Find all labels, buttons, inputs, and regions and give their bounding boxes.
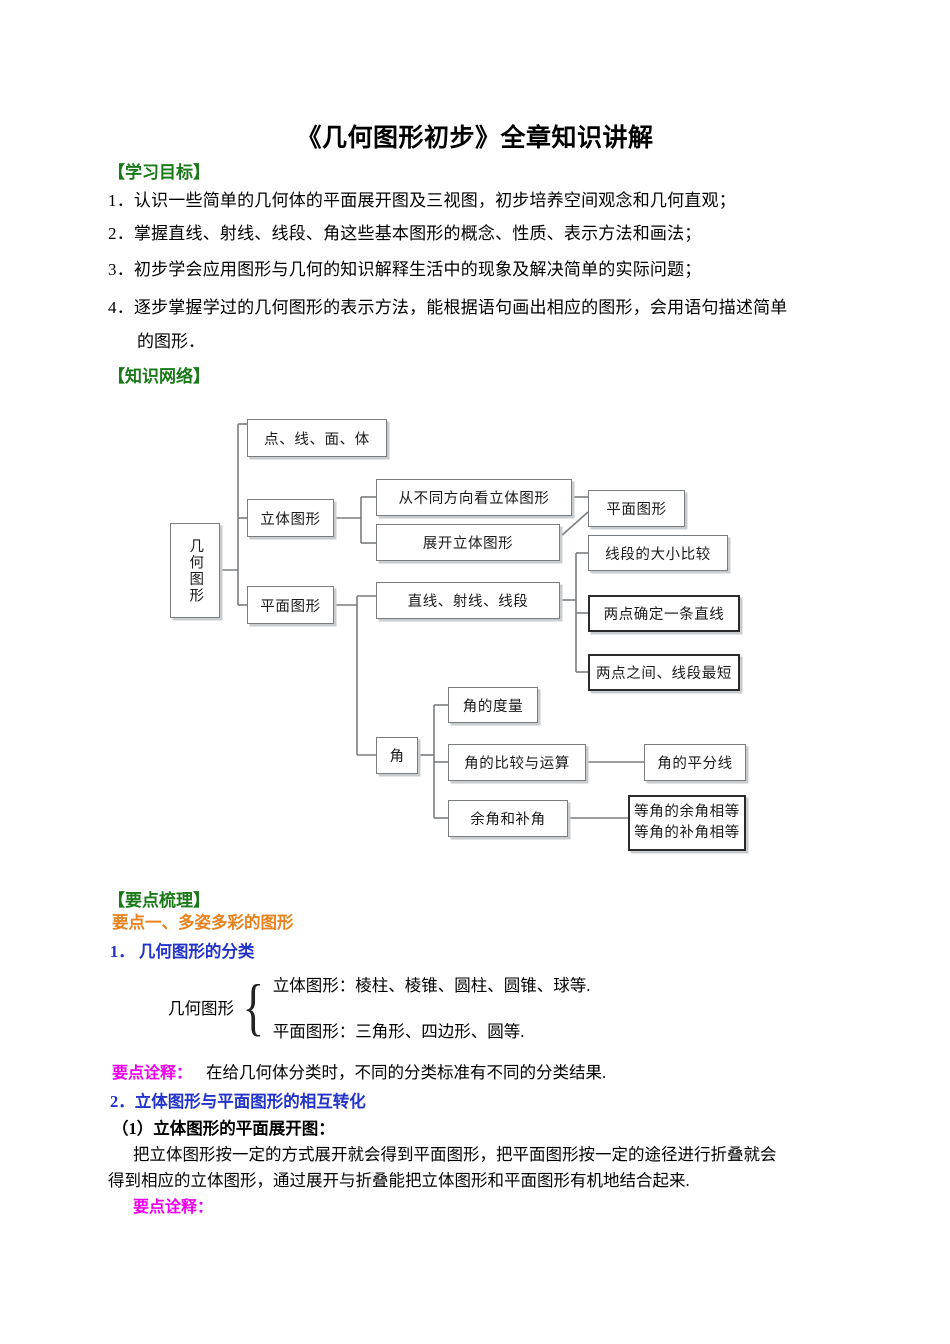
- flow-node-plane-figure-left: 平面图形: [247, 586, 334, 624]
- keypoint-one-heading: 要点一、多姿多彩的图形: [112, 913, 294, 932]
- classification-solid: 立体图形：棱柱、棱锥、圆柱、圆锥、球等.: [272, 976, 591, 995]
- flow-node-view-from-directions: 从不同方向看立体图形: [376, 479, 572, 516]
- flow-node-two-points-line: 两点确定一条直线: [588, 595, 740, 632]
- classification-plane: 平面图形：三角形、四边形、圆等.: [272, 1022, 525, 1041]
- classification-label: 几何图形: [168, 999, 234, 1018]
- keypoint-item2-sub: （1）立体图形的平面展开图：: [112, 1119, 335, 1138]
- flow-node-solid-figure: 立体图形: [247, 499, 334, 537]
- flow-node-two-points-shortest: 两点之间、线段最短: [588, 654, 740, 691]
- flow-node-equal-complement-supplement: 等角的余角相等 等角的补角相等: [628, 795, 746, 851]
- objective-item-2: 2．掌握直线、射线、线段、角这些基本图形的概念、性质、表示方法和画法；: [108, 224, 702, 243]
- flow-node-unfold-solid: 展开立体图形: [376, 524, 560, 561]
- flow-node-plane-figure-right: 平面图形: [588, 490, 685, 527]
- flow-node-point-line-face-solid: 点、线、面、体: [247, 419, 387, 457]
- flow-node-complement-supplement: 余角和补角: [448, 800, 568, 837]
- classification-brace-block: 几何图形 { 立体图形：棱柱、棱锥、圆柱、圆锥、球等. 平面图形：三角形、四边形…: [168, 972, 590, 1042]
- page-title: 《几何图形初步》全章知识讲解: [296, 125, 654, 152]
- flow-node-line-ray-segment: 直线、射线、线段: [376, 582, 560, 619]
- section-header-network: 【知识网络】: [108, 367, 210, 386]
- flow-node-segment-compare: 线段的大小比较: [588, 535, 728, 571]
- classification-items: 立体图形：棱柱、棱锥、圆柱、圆锥、球等. 平面图形：三角形、四边形、圆等.: [271, 972, 591, 1042]
- flow-node-angle-measure: 角的度量: [448, 687, 538, 723]
- annotation-text-1: 在给几何体分类时，不同的分类标准有不同的分类结果.: [206, 1063, 607, 1082]
- keypoint-item2-para-line2: 得到相应的立体图形，通过展开与折叠能把立体图形和平面图形有机地结合起来.: [108, 1171, 690, 1190]
- flow-node-angle: 角: [376, 737, 418, 774]
- curly-brace-icon: {: [242, 970, 265, 1042]
- keypoint-item2-title: 2．立体图形与平面图形的相互转化: [110, 1092, 366, 1111]
- equal-complement-line: 等角的余角相等: [634, 803, 740, 820]
- keypoint-item2-para-line1: 把立体图形按一定的方式展开就会得到平面图形，把平面图形按一定的途径进行折叠就会: [133, 1145, 777, 1164]
- flow-node-angle-compare: 角的比较与运算: [448, 744, 586, 781]
- section-header-keypoints: 【要点梳理】: [108, 891, 210, 910]
- objective-item-4-wrap: 的图形．: [137, 332, 205, 351]
- annotation-label-2: 要点诠释：: [133, 1199, 214, 1216]
- flow-node-root: 几何图形: [170, 523, 220, 618]
- objective-item-1: 1．认识一些简单的几何体的平面展开图及三视图，初步培养空间观念和几何直观；: [108, 191, 736, 210]
- flow-node-angle-bisector: 角的平分线: [644, 744, 746, 781]
- section-header-objectives: 【学习目标】: [108, 163, 210, 182]
- annotation-label-1: 要点诠释：: [112, 1065, 193, 1082]
- keypoint-item1-title: 1． 几何图形的分类: [110, 942, 255, 961]
- objective-item-4: 4．逐步掌握学过的几何图形的表示方法，能根据语句画出相应的图形，会用语句描述简单: [108, 298, 788, 317]
- equal-supplement-line: 等角的补角相等: [634, 825, 740, 841]
- objective-item-3: 3．初步学会应用图形与几何的知识解释生活中的现象及解决简单的实际问题；: [108, 260, 702, 279]
